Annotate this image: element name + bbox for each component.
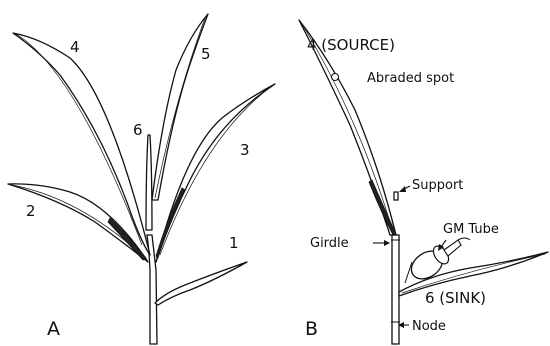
panel-a-leaf-6 — [146, 135, 152, 230]
panel-b-label-gm-tube: GM Tube — [443, 222, 499, 237]
support-arrow — [399, 186, 410, 192]
panel-b-label-support: Support — [412, 178, 463, 193]
panel-b-support — [394, 192, 398, 200]
panel-b-label-girdle: Girdle — [310, 236, 349, 251]
panel-b-label-source: 4 (SOURCE) — [307, 36, 395, 54]
panel-b-label-sink: 6 (SINK) — [425, 289, 486, 307]
panel-a: 4 5 6 3 2 1 A — [8, 14, 275, 344]
abraded-spot-marker — [332, 74, 339, 81]
panel-b: 4 (SOURCE) Abraded spot Support Girdle G… — [299, 20, 548, 344]
panel-b-letter: B — [305, 318, 318, 340]
panel-b-stem — [392, 235, 399, 344]
panel-a-leaf-1 — [155, 262, 247, 305]
panel-a-label-1: 1 — [229, 234, 239, 252]
panel-a-label-5: 5 — [201, 45, 211, 63]
panel-a-letter: A — [47, 318, 60, 340]
panel-b-label-abraded-spot: Abraded spot — [367, 71, 454, 86]
panel-b-label-node: Node — [412, 319, 446, 334]
girdle-arrow — [373, 240, 390, 246]
panel-a-label-2: 2 — [26, 202, 36, 220]
panel-a-label-4: 4 — [70, 38, 80, 56]
panel-a-label-6: 6 — [133, 121, 143, 139]
panel-a-leaf-4 — [13, 33, 150, 255]
panel-a-leaf-3-sheath — [156, 188, 185, 258]
panel-a-label-3: 3 — [240, 141, 250, 159]
